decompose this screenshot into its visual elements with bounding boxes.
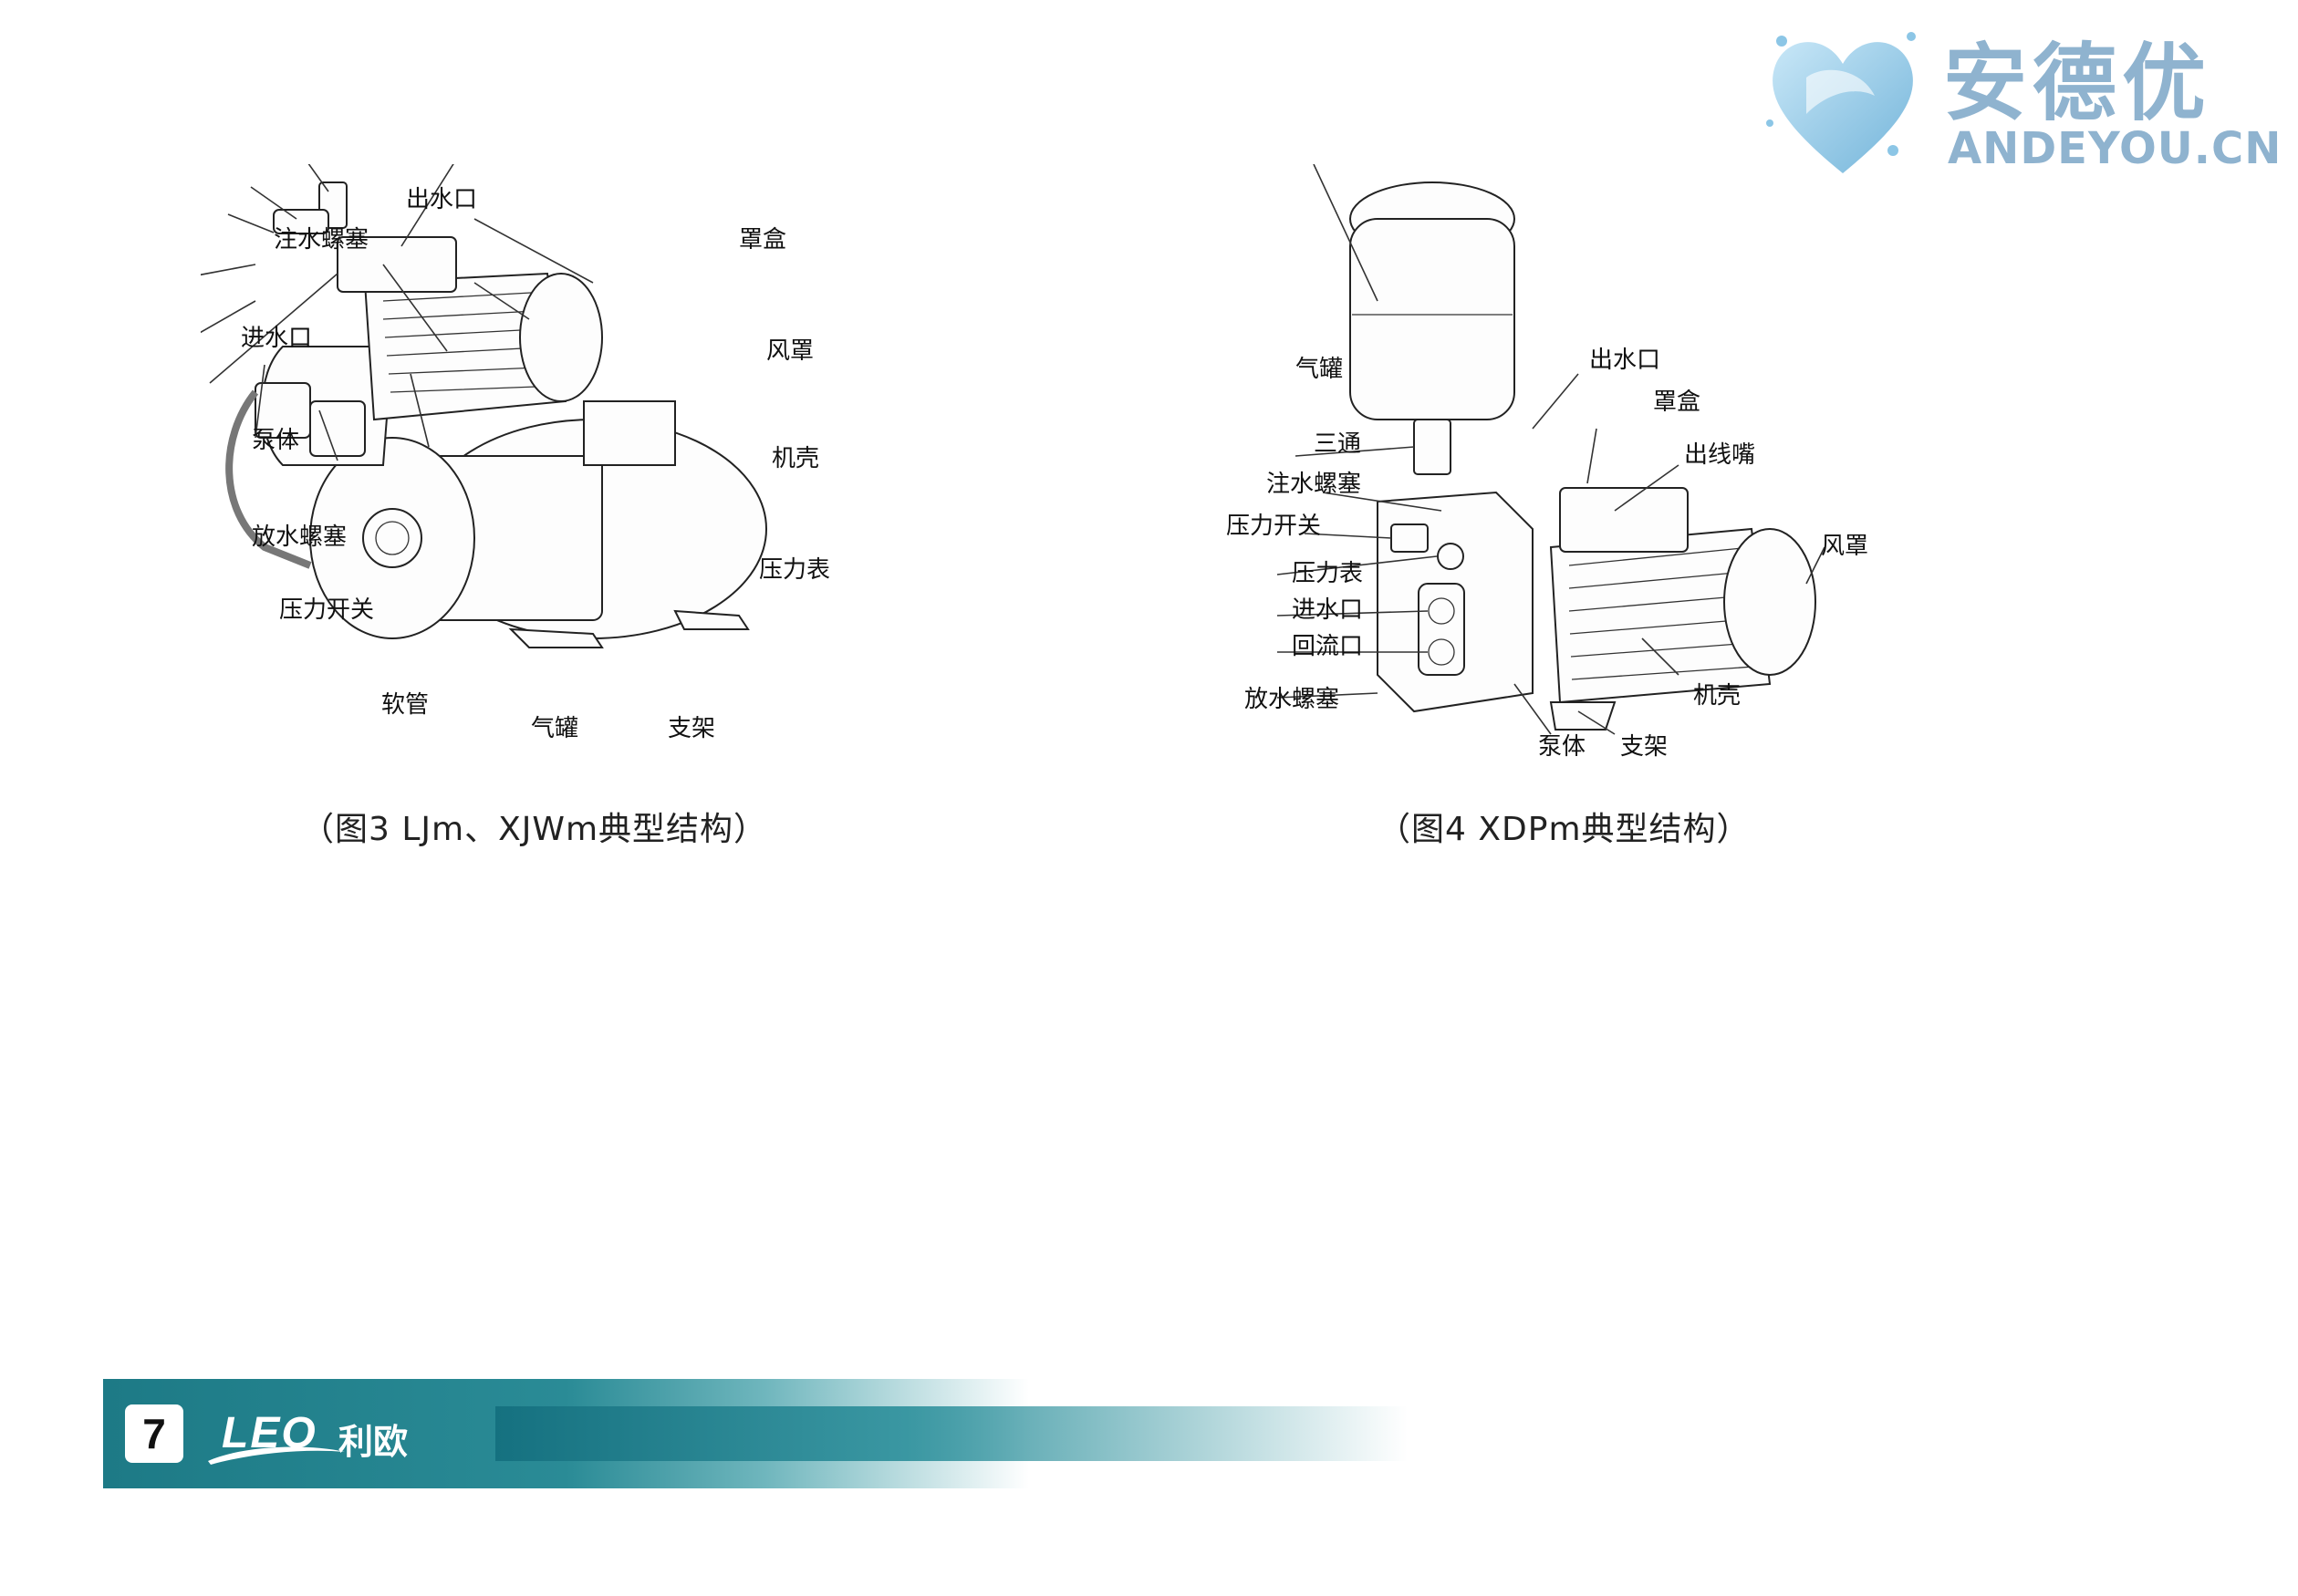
- label-inlet: 进水口: [1292, 596, 1364, 624]
- label-pressure-gauge: 压力表: [759, 556, 831, 584]
- brand-chinese: 利欧: [338, 1422, 409, 1462]
- swoosh-icon: [208, 1446, 345, 1465]
- label-pump-body: 泵体: [1538, 733, 1586, 761]
- footer-inner-stripe: [495, 1406, 1408, 1461]
- pump-diagram-xdpm: [1276, 164, 1825, 735]
- label-outlet: 出水口: [406, 186, 478, 213]
- label-cover-box: 罩盒: [739, 226, 787, 254]
- page-number: 7: [125, 1404, 183, 1463]
- label-pressure-switch: 压力开关: [1226, 513, 1322, 540]
- label-return: 回流口: [1292, 633, 1364, 660]
- watermark-chinese-text: 安德优: [1943, 34, 2212, 132]
- label-hose: 软管: [381, 691, 430, 719]
- label-pump-body: 泵体: [252, 427, 300, 454]
- pump-diagram-ljm: [201, 164, 767, 648]
- label-priming-plug: 注水螺塞: [1266, 471, 1362, 498]
- label-tank: 气罐: [531, 715, 579, 742]
- heart-logo-icon: [1766, 32, 1916, 174]
- figure-4-xdpm: 气罐 出水口 罩盒 三通 出线嘴 注水螺塞 压力开关 风罩 压力表 进水口 回流…: [1186, 164, 1898, 784]
- brand-english: LEO: [222, 1409, 317, 1457]
- footer-band: 7 LEO 利欧: [103, 1379, 1426, 1488]
- label-bracket: 支架: [668, 715, 716, 742]
- label-fan-cover: 风罩: [1821, 533, 1869, 560]
- label-tee: 三通: [1314, 430, 1362, 458]
- label-priming-plug: 注水螺塞: [274, 226, 369, 254]
- label-fan-cover: 风罩: [766, 337, 815, 365]
- label-outlet: 出水口: [1589, 347, 1661, 374]
- label-tank: 气罐: [1295, 356, 1344, 383]
- label-bracket: 支架: [1620, 733, 1669, 761]
- label-pressure-switch: 压力开关: [279, 596, 375, 624]
- label-drain-plug: 放水螺塞: [1244, 686, 1340, 713]
- figure-4-caption: （图4 XDPm典型结构）: [1378, 811, 1751, 848]
- label-housing: 机壳: [1693, 682, 1742, 710]
- label-cable-gland: 出线嘴: [1684, 441, 1756, 469]
- leo-brand-logo: LEO 利欧: [203, 1403, 495, 1466]
- label-housing: 机壳: [772, 445, 820, 472]
- label-drain-plug: 放水螺塞: [252, 523, 348, 551]
- label-pressure-gauge: 压力表: [1292, 560, 1364, 587]
- label-cover-box: 罩盒: [1653, 389, 1701, 416]
- figure-3-ljm-xjwm: 出水口 注水螺塞 罩盒 进水口 风罩 泵体 机壳 放水螺塞 压力表 压力开关 软…: [201, 164, 912, 784]
- andeyou-watermark-logo: 安德优 ANDEYOU.CN: [1756, 14, 2285, 187]
- watermark-english-text: ANDEYOU.CN: [1948, 123, 2282, 174]
- label-inlet: 进水口: [241, 325, 313, 352]
- figure-3-caption: （图3 LJm、XJWm典型结构）: [301, 811, 768, 848]
